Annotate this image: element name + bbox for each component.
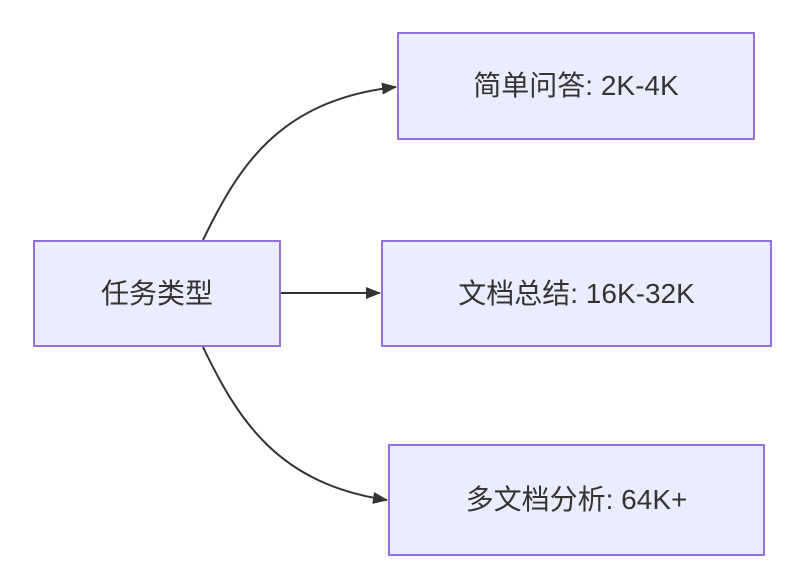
node-doc-summary-label: 文档总结: 16K-32K — [458, 277, 695, 309]
edge-root-to-multi-doc — [202, 346, 388, 504]
node-task-type: 任务类型 — [33, 240, 281, 347]
node-doc-summary: 文档总结: 16K-32K — [381, 240, 772, 347]
node-multi-doc-analysis-label: 多文档分析: 64K+ — [465, 484, 688, 516]
node-simple-qa-label: 简单问答: 2K-4K — [473, 70, 679, 102]
node-multi-doc-analysis: 多文档分析: 64K+ — [388, 444, 765, 556]
edge-root-to-simple-qa — [202, 82, 397, 241]
node-simple-qa: 简单问答: 2K-4K — [397, 32, 755, 140]
node-task-type-label: 任务类型 — [100, 277, 213, 309]
